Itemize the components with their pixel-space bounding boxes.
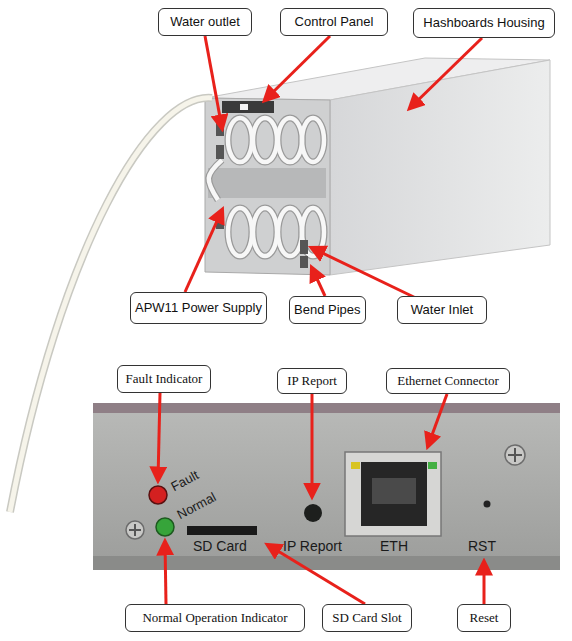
panel-bottom-strip	[93, 556, 560, 570]
callout-label: Normal Operation Indicator	[142, 611, 287, 626]
eth-led	[351, 462, 360, 469]
panel-marking: IP Report	[283, 538, 342, 554]
callout-label: Reset	[470, 611, 499, 626]
leader-arrow	[312, 248, 420, 300]
eth-led	[428, 462, 437, 469]
callout-box: Normal Operation Indicator	[125, 604, 305, 632]
panel-marking: SD Card	[193, 538, 247, 554]
screw-slot	[508, 448, 522, 462]
panel-marking: RST	[468, 538, 496, 554]
callout-label: APW11 Power Supply	[135, 301, 262, 316]
callout-box: SD Card Slot	[322, 604, 412, 632]
ethernet-port	[240, 104, 248, 110]
leader-arrow	[410, 38, 482, 108]
callout-box: IP Report	[277, 368, 347, 394]
leader-arrow	[265, 36, 330, 100]
bend-pipes	[209, 118, 324, 256]
callout-label: Ethernet Connector	[397, 374, 498, 389]
panel-photo	[93, 403, 560, 570]
callout-label: Bend Pipes	[294, 303, 361, 318]
screw-slot	[129, 524, 141, 536]
leader-arrow	[205, 36, 222, 128]
callout-label: Control Panel	[295, 15, 374, 30]
screw	[505, 445, 525, 465]
leader-arrow	[185, 210, 222, 292]
ethernet-jack	[361, 462, 427, 526]
callout-box: Fault Indicator	[117, 365, 211, 393]
callout-label: Fault Indicator	[126, 372, 203, 387]
screw	[126, 521, 144, 539]
leader-arrow	[428, 394, 447, 446]
fault-led	[149, 486, 167, 504]
callout-box: Reset	[457, 604, 511, 632]
control-panel	[222, 101, 274, 113]
callout-box: Control Panel	[280, 8, 388, 36]
ip-report-button	[304, 504, 322, 522]
callout-box: Bend Pipes	[289, 296, 366, 324]
hashboards-housing	[330, 60, 550, 275]
ethernet-frame	[345, 452, 441, 536]
leader-arrow	[311, 394, 314, 496]
callout-box: Water Inlet	[397, 296, 487, 324]
leader-arrow	[483, 562, 486, 604]
front-face	[205, 98, 330, 275]
leader-arrow	[165, 542, 166, 604]
psu-slot	[208, 168, 326, 198]
callout-box: APW11 Power Supply	[130, 292, 267, 324]
callout-label: SD Card Slot	[332, 611, 401, 626]
callout-box: Water outlet	[158, 8, 252, 36]
callout-box: Hashboards Housing	[413, 8, 555, 38]
pipe-fittings	[216, 122, 308, 268]
normal-led	[156, 518, 174, 536]
callout-box: Ethernet Connector	[386, 368, 510, 394]
panel-top-strip	[93, 403, 560, 413]
leader-arrow	[158, 393, 160, 480]
callout-label: Hashboards Housing	[423, 16, 544, 31]
leader-arrow	[312, 268, 325, 296]
panel-marking: ETH	[380, 538, 408, 554]
reset-hole	[484, 501, 491, 508]
ethernet-contacts	[372, 478, 416, 504]
sd-card-slot	[187, 526, 257, 535]
callout-label: Water outlet	[170, 15, 240, 30]
callout-label: Water Inlet	[411, 303, 473, 318]
callout-label: IP Report	[287, 374, 337, 389]
bend-pipes-outline	[209, 118, 324, 256]
